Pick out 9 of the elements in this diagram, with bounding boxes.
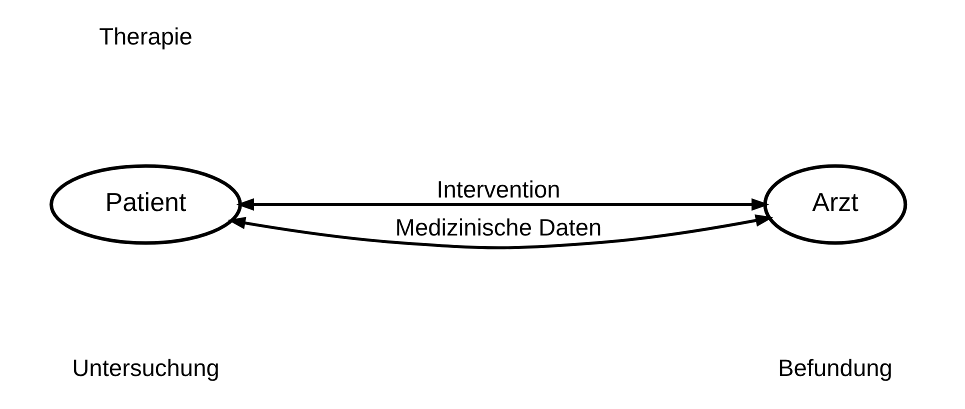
node-ellipse: Arzt [763,164,908,245]
node-ellipse: Patient [50,164,242,245]
arrow [228,214,774,250]
label: Therapie [99,24,192,51]
edge-label: Medizinische Daten [395,215,602,242]
arrow [236,198,770,211]
label: Befundung [778,356,892,382]
label: Untersuchung [72,356,220,382]
edge-label: Intervention [436,177,560,204]
